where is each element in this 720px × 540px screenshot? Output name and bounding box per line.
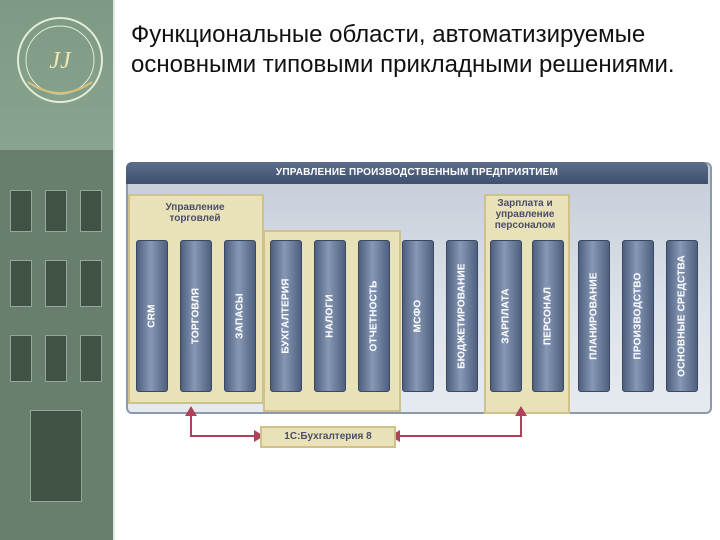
module-budgeting: БЮДЖЕТИРОВАНИЕ	[446, 240, 478, 392]
accounting-8-box: 1С:Бухгалтерия 8	[260, 426, 396, 448]
module-crm: CRM	[136, 240, 168, 392]
functional-areas-diagram: УПРАВЛЕНИЕ ПРОИЗВОДСТВЕННЫМ ПРЕДПРИЯТИЕМ…	[118, 150, 712, 460]
module-taxes: НАЛОГИ	[314, 240, 346, 392]
module-personnel: ПЕРСОНАЛ	[532, 240, 564, 392]
module-fixed-assets: ОСНОВНЫЕ СРЕДСТВА	[666, 240, 698, 392]
left-decor-panel: JJ	[0, 0, 113, 540]
arrow-heads	[185, 406, 527, 442]
arrow-right-vertical	[520, 412, 522, 437]
svg-text:JJ: JJ	[49, 48, 72, 74]
group-trade-title: Управление торговлей	[165, 202, 225, 224]
arrow-left-vertical	[190, 412, 192, 437]
module-trade: ТОРГОВЛЯ	[180, 240, 212, 392]
module-production: ПРОИЗВОДСТВО	[622, 240, 654, 392]
module-inventory: ЗАПАСЫ	[224, 240, 256, 392]
module-accounting: БУХГАЛТЕРИЯ	[270, 240, 302, 392]
group-hr-title: Зарплата и управление персоналом	[494, 198, 556, 231]
module-reporting: ОТЧЕТНОСТЬ	[358, 240, 390, 392]
module-salary: ЗАРПЛАТА	[490, 240, 522, 392]
page-title: Функциональные области, автоматизируемые…	[131, 21, 675, 78]
diagram-header: УПРАВЛЕНИЕ ПРОИЗВОДСТВЕННЫМ ПРЕДПРИЯТИЕМ	[126, 162, 708, 184]
arrow-left-horizontal	[190, 435, 260, 437]
module-ifrs: МСФО	[402, 240, 434, 392]
emblem-icon: JJ	[17, 17, 103, 103]
left-divider	[113, 0, 115, 540]
module-planning: ПЛАНИРОВАНИЕ	[578, 240, 610, 392]
arrow-right-horizontal	[394, 435, 522, 437]
